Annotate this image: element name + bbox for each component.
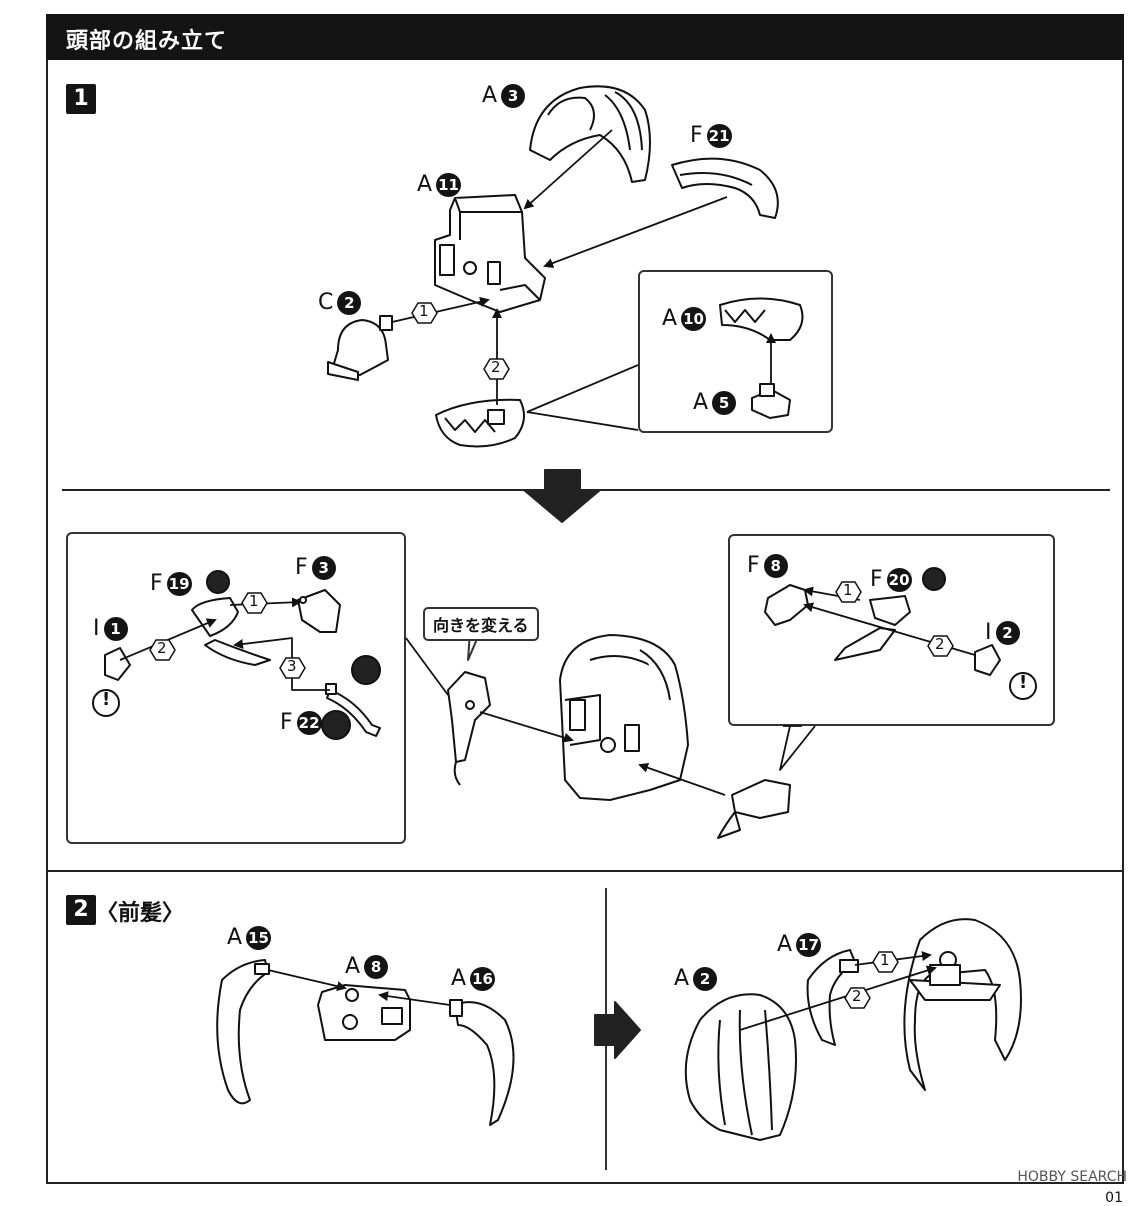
part-a16-bang-right (449, 999, 515, 1126)
warning-mark-left: ! (102, 689, 111, 710)
order-3-text: 3 (287, 657, 297, 675)
order-mark-1b (241, 592, 268, 614)
part-f19 (191, 597, 271, 666)
detail-box-left-ear (66, 532, 406, 844)
part-f21-headband (671, 157, 779, 219)
part-a5-peg (751, 383, 791, 419)
order-2b-text: 2 (157, 639, 167, 657)
detail-box-a10-a5 (638, 270, 833, 433)
order-2c-text: 2 (935, 635, 945, 653)
warning-mark-right: ! (1019, 672, 1028, 693)
part-a3-helmet-shell (529, 85, 651, 183)
order-mark-3 (279, 657, 306, 679)
part-c2-cap (327, 315, 393, 381)
part-f22-cable (325, 683, 381, 737)
part-face-assembly (435, 398, 525, 448)
order-mark-1c (835, 581, 862, 603)
step-number-2: 2 (66, 895, 96, 925)
section-frame (46, 60, 1124, 1184)
order-1c-text: 1 (843, 581, 853, 599)
part-a17-bang (806, 949, 859, 1046)
part-f8 (764, 584, 809, 626)
part-f20 (834, 595, 911, 661)
order-mark-2d (844, 987, 871, 1009)
order-mark-1a (411, 302, 438, 324)
part-head-assembled (559, 634, 689, 801)
part-ear-left-assembled (447, 671, 491, 786)
order-1d-text: 1 (880, 951, 890, 969)
page-number: 01 (1105, 1190, 1123, 1206)
order-1b-text: 1 (249, 592, 259, 610)
order-2d-text: 2 (852, 987, 862, 1005)
order-mark-2b (149, 639, 176, 661)
watermark-logo: HOBBY SEARCH (1017, 1169, 1127, 1185)
step-separator (46, 870, 1124, 872)
order-mark-2c (927, 635, 954, 657)
section-header: 頭部の組み立て (46, 14, 1124, 60)
part-i1-clear (104, 647, 131, 681)
order-mark-1d (872, 951, 899, 973)
part-i2-clear (974, 644, 1001, 676)
order-mark-2a (483, 358, 510, 380)
step2-subtitle: 〈前髪〉 (96, 901, 185, 926)
part-f3 (297, 589, 341, 633)
order-1a-text: 1 (419, 302, 429, 320)
section-title: 頭部の組み立て (66, 29, 228, 54)
part-bang-assembled (903, 918, 1022, 1091)
part-a11-head-core (434, 194, 546, 313)
down-arrow (523, 469, 601, 523)
rotate-callout: 向きを変える (423, 607, 539, 641)
step2-right-arrow (594, 1001, 641, 1059)
part-a2-hair (684, 993, 797, 1141)
part-a8-base (317, 984, 411, 1041)
part-a10-jaw (719, 297, 804, 341)
part-a15-bang-left (216, 959, 270, 1105)
warning-icon (92, 567, 1037, 740)
order-2a-text: 2 (491, 358, 501, 376)
step-number-1: 1 (66, 84, 96, 114)
part-ear-right-assembled (717, 779, 791, 839)
